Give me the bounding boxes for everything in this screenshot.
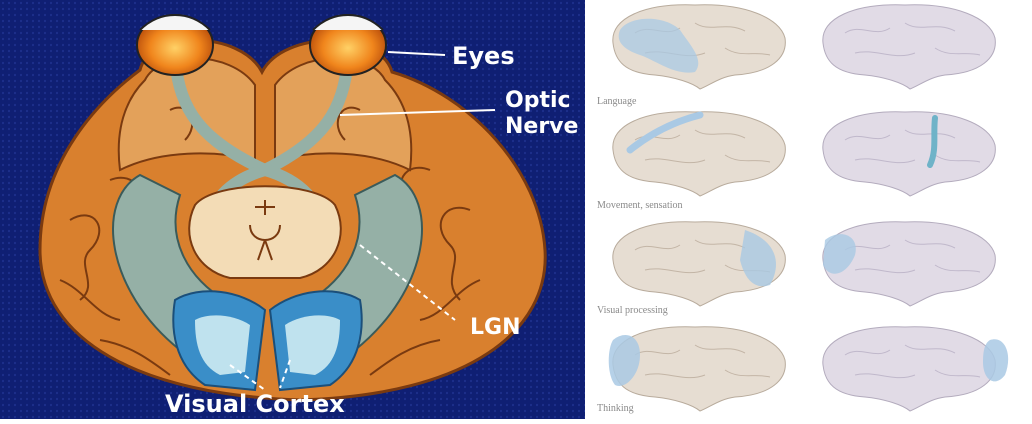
optic-nerve-label-line1: Optic <box>505 88 571 113</box>
visual-pathway-diagram: Eyes Optic Nerve LGN Visual Cortex <box>0 0 585 419</box>
movement-brain-left <box>613 112 786 196</box>
eyes-label: Eyes <box>452 42 515 70</box>
thinking-highlight-right <box>983 339 1008 381</box>
language-brain-right <box>823 5 996 89</box>
thinking-brain-left <box>613 327 786 411</box>
right-eye <box>310 15 386 75</box>
thinking-label: Thinking <box>597 403 634 414</box>
optic-nerve-label-line2: Nerve <box>505 114 578 139</box>
language-row <box>613 5 996 89</box>
thinking-brain-right <box>823 327 996 411</box>
brain-function-panel: Language Movement, sensation Visual proc… <box>585 0 1032 419</box>
visual-cortex-label: Visual Cortex <box>165 390 345 418</box>
language-label: Language <box>597 96 636 107</box>
movement-sensation-label: Movement, sensation <box>597 200 683 211</box>
lgn-label: LGN <box>470 315 521 340</box>
visual-processing-label: Visual processing <box>597 305 668 316</box>
thinking-row <box>609 327 1008 411</box>
movement-row <box>613 112 996 196</box>
movement-brain-right <box>823 112 996 196</box>
visual-processing-row <box>613 222 996 306</box>
left-eye <box>137 15 213 75</box>
